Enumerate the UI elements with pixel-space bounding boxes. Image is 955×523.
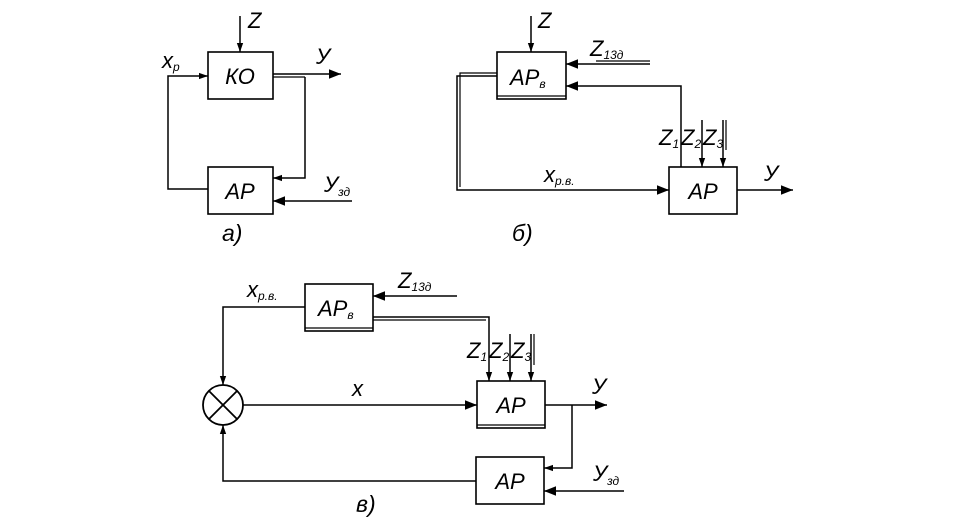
z2-label-c: Z2 (488, 338, 509, 364)
z13-label-c: Z13д (397, 268, 432, 294)
z3-label-c: Z3 (510, 338, 531, 364)
output-label-c: У (591, 374, 608, 399)
signal-wire-c (219, 306, 305, 385)
diagram-a: КО АР Z У Узд хр а) (161, 8, 352, 246)
return-wire-c (219, 425, 476, 482)
disturbance-label-a: Z (247, 8, 263, 33)
block-ko-label: КО (225, 64, 255, 89)
output-label-a: У (315, 44, 332, 69)
feedback-wire-b (566, 81, 682, 167)
caption-a: а) (222, 220, 242, 246)
z2-label-b: Z2 (680, 125, 701, 151)
block-ar2-c-label: АР (493, 469, 525, 494)
block-ar-a (207, 166, 274, 215)
setpoint-label-a: Узд (323, 172, 351, 199)
block-ar1-c-label: АР (494, 393, 526, 418)
diagram-c: АРв АР АР Z13д Z1 Z2 Z3 хр.в. х (202, 268, 624, 517)
signal-double-line-b (459, 72, 497, 187)
block-arv-c-label: АРв (316, 296, 354, 322)
signal-label-c: хр.в. (246, 277, 278, 303)
z13-label-b: Z13д (589, 36, 624, 62)
signal-label-b: хр.в. (543, 162, 575, 188)
summing-junction (202, 384, 244, 426)
feedback-wire-a (273, 77, 306, 182)
disturbance-label-b: Z (537, 8, 553, 33)
caption-b: б) (512, 220, 533, 246)
regulating-wire-a (167, 72, 208, 190)
z3-label-b: Z3 (702, 125, 723, 151)
block-ar-b-label: АР (686, 179, 718, 204)
setpoint-label-c: Узд (592, 461, 620, 488)
z1-label-c: Z1 (466, 338, 487, 364)
block-arv-b-label: АРв (508, 65, 546, 91)
diagram-b: АРв АР Z Z13д Z1 Z2 Z3 хр.в. У б) (456, 8, 793, 246)
regulating-label-a: хр (161, 48, 180, 74)
arv-to-ar-wire-c (373, 316, 493, 381)
signal-wire-b (456, 75, 669, 195)
block-ar2-c (475, 456, 545, 505)
caption-c: в) (356, 491, 376, 517)
block-ar-a-label: АР (223, 179, 255, 204)
output-label-b: У (763, 161, 780, 186)
feedback-wire-c (544, 405, 573, 472)
x-label-c: х (351, 376, 364, 401)
z1-label-b: Z1 (658, 125, 679, 151)
